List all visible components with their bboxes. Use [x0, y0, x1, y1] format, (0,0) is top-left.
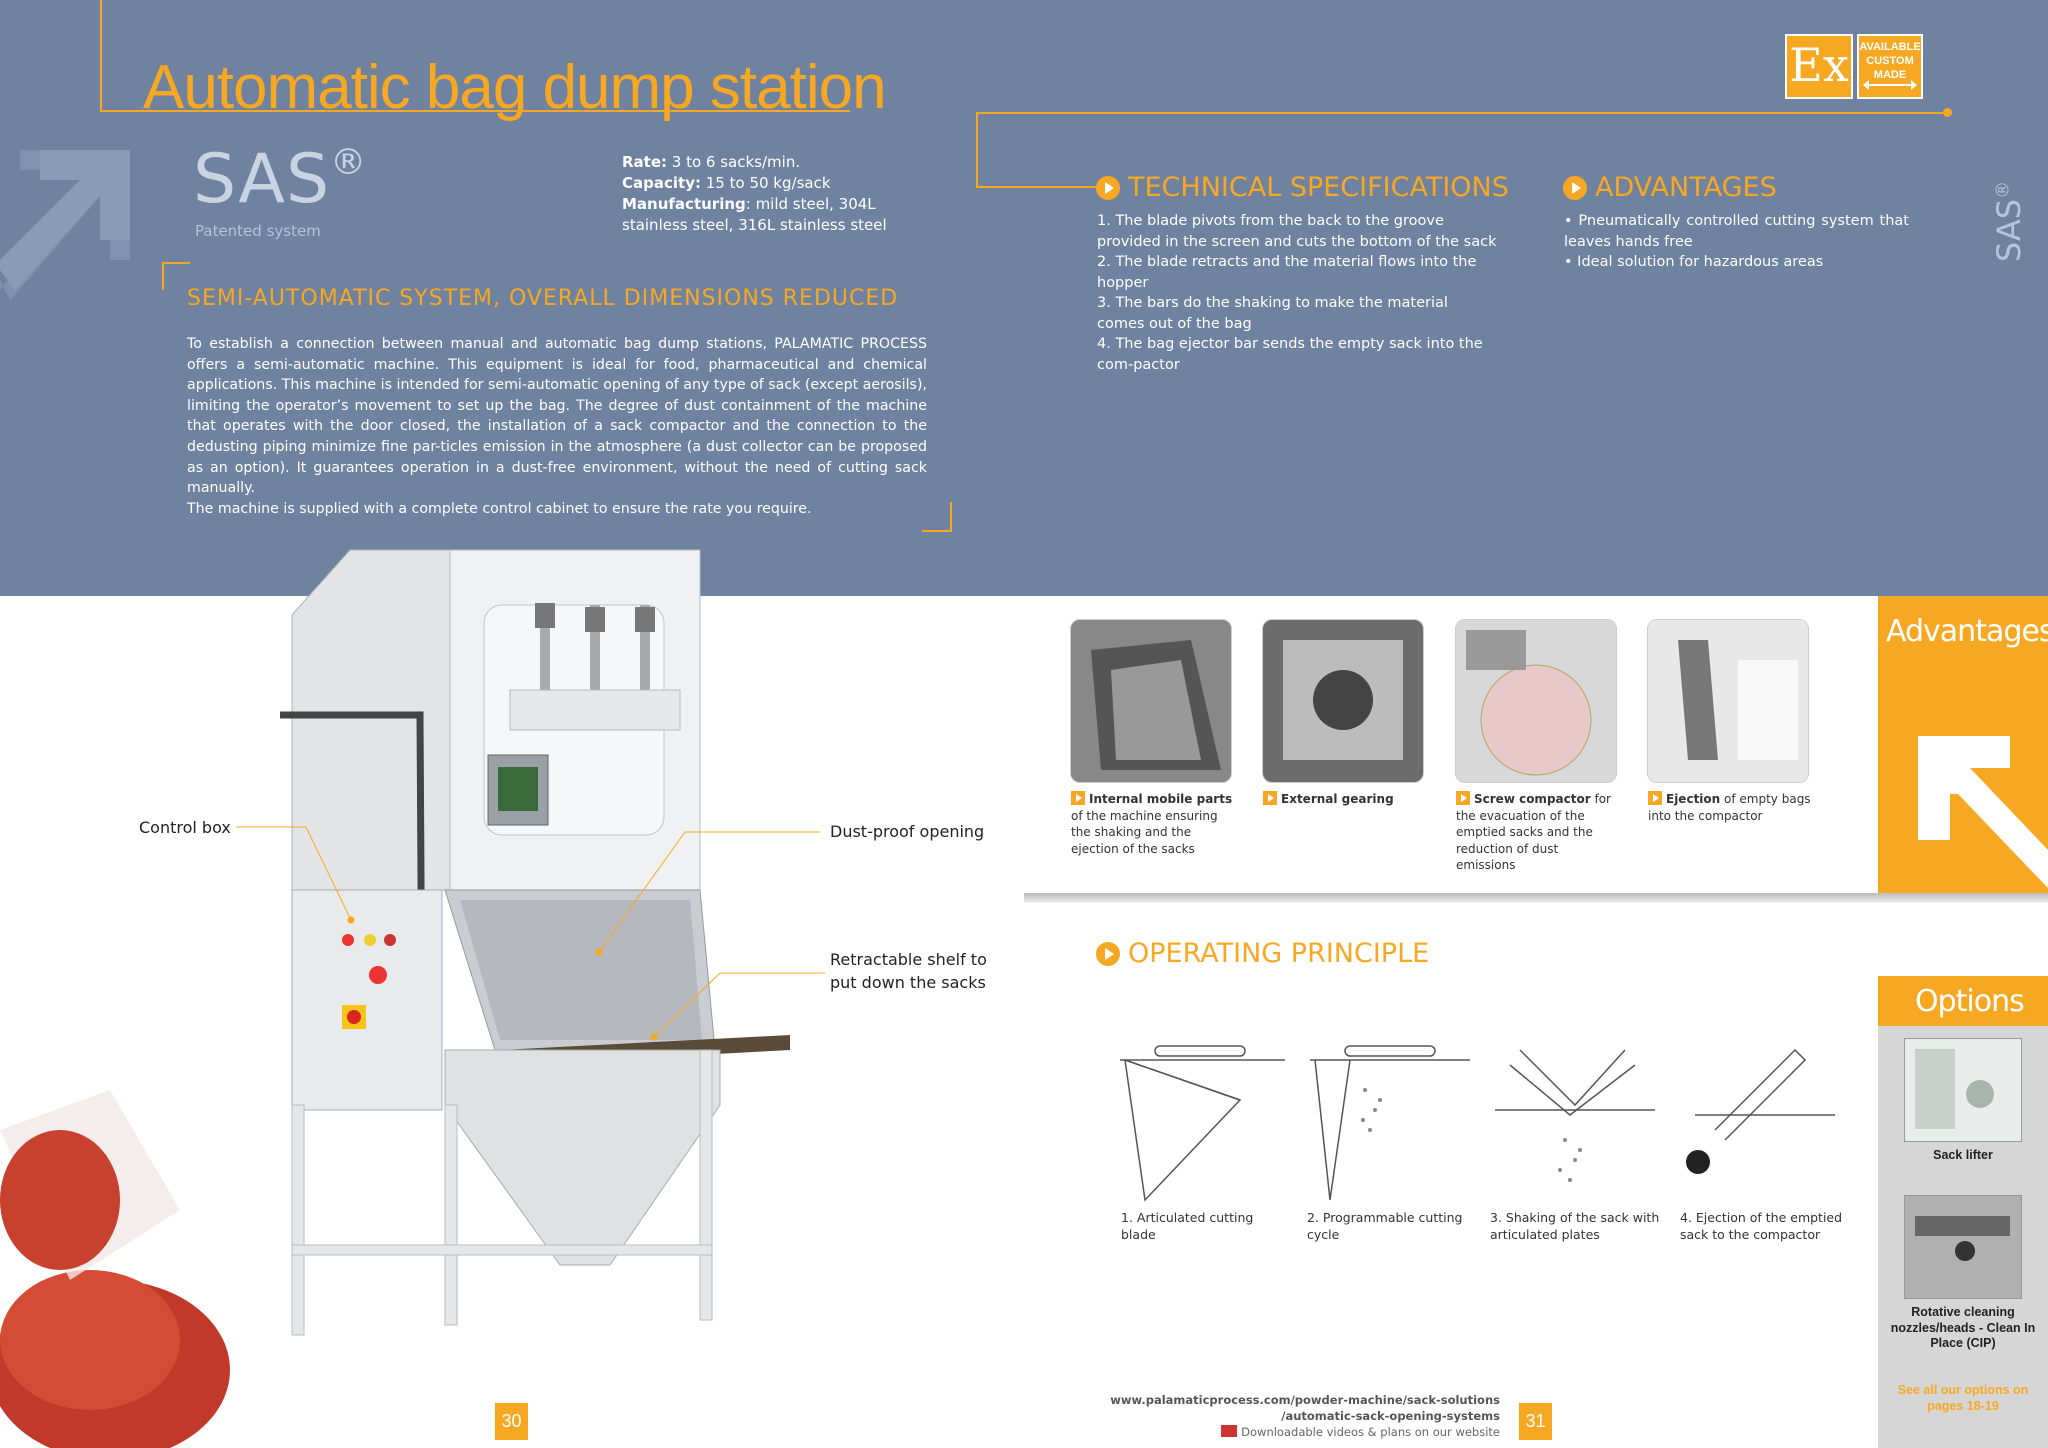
thumb-screw-compactor [1455, 619, 1617, 783]
custom-made-badge: AVAILABLE CUSTOM MADE [1857, 34, 1923, 99]
callout-dust-proof: Dust-proof opening [830, 822, 985, 841]
step-caption: 4. Ejection of the emptied sack to the c… [1680, 1210, 1843, 1242]
tech-specs-list: 1. The blade pivots from the back to the… [1097, 211, 1499, 375]
step-caption: 2. Programmable cutting cycle [1307, 1210, 1463, 1242]
thumb-caption: External gearing [1263, 791, 1428, 808]
guide-line [976, 112, 1948, 114]
guide-line [976, 112, 978, 188]
option-caption: Rotative cleaning nozzles/heads - Clean … [1890, 1305, 2036, 1350]
step-caption: 3. Shaking of the sack with articulated … [1490, 1210, 1660, 1242]
callout-control-box: Control box [139, 818, 231, 837]
option-caption: Sack lifter [1933, 1148, 1993, 1162]
corner-mark [922, 530, 952, 532]
intro-paragraph: To establish a connection between manual… [187, 336, 927, 517]
patented-label: Patented system [195, 222, 321, 240]
callout-line [650, 972, 825, 1041]
page-title: Automatic bag dump station [143, 53, 887, 122]
operating-diagrams [1120, 1045, 1835, 1202]
page-number-left: 30 [495, 1403, 528, 1440]
see-all-options-link[interactable]: See all our options on pages 18-19 [1897, 1383, 2029, 1413]
arrow-right-icon [1648, 791, 1662, 805]
thumb-caption: Ejection of empty bags into the compacto… [1648, 791, 1811, 823]
thumb-internal-parts [1070, 619, 1232, 783]
options-tab-label: Options [1915, 984, 2025, 1019]
list-item: 1. The blade pivots from the back to the… [1097, 213, 1497, 250]
atex-ex-badge: Ex [1785, 34, 1853, 99]
callout-line [236, 826, 355, 924]
options-tab [1878, 976, 2048, 1026]
list-item: • Ideal solution for hazardous areas [1564, 254, 1824, 270]
machine-illustration [280, 549, 790, 1336]
arrow-right-icon [1456, 791, 1470, 805]
thumb-external-gearing [1262, 619, 1424, 783]
thumb-ejection [1647, 619, 1809, 783]
section-divider [1024, 893, 2048, 903]
website-url[interactable]: www.palamaticprocess.com/powder-machine/… [1110, 1393, 1500, 1439]
header-band [0, 0, 2048, 596]
list-item: 4. The bag ejector bar sends the empty s… [1097, 336, 1483, 373]
callout-line [595, 831, 820, 956]
arrow-right-icon [1263, 791, 1277, 805]
youtube-icon [1221, 1425, 1238, 1437]
tech-specs-heading: TECHNICAL SPECIFICATIONS [1096, 172, 1509, 203]
arrow-decoration-icon [0, 150, 130, 300]
step-caption: 1. Articulated cutting blade [1121, 1210, 1254, 1242]
thumb-caption: Screw compactor for the evacuation of th… [1456, 791, 1611, 872]
corner-mark [162, 262, 190, 264]
list-item: 2. The blade retracts and the material f… [1097, 254, 1477, 291]
corner-mark [950, 502, 952, 532]
thumb-caption: Internal mobile parts of the machine ens… [1071, 791, 1233, 856]
play-circle-icon [1096, 941, 1120, 966]
callout-shelf: Retractable shelf to put down the sacks [830, 950, 987, 992]
list-item: 3. The bars do the shaking to make the m… [1097, 295, 1448, 332]
list-item: • Pneumatically controlled cutting syste… [1564, 213, 1909, 250]
spec-summary: Rate: 3 to 6 sacks/min. Capacity: 15 to … [622, 153, 887, 234]
guide-line [100, 110, 850, 112]
corner-mark [162, 262, 164, 290]
side-sas-label: SAS® [1990, 180, 2028, 262]
sack-lifter-photo [1904, 1038, 2022, 1142]
guide-line [100, 0, 102, 112]
arrow-up-left-icon [1918, 736, 2048, 888]
advantages-list: • Pneumatically controlled cutting syste… [1564, 211, 1909, 273]
double-arrow-icon [1863, 80, 1917, 90]
guide-dot [1943, 108, 1952, 117]
guide-line [976, 186, 1096, 188]
cip-nozzles-photo [1904, 1195, 2022, 1299]
play-circle-icon [1563, 175, 1587, 200]
play-circle-icon [1096, 175, 1120, 200]
sas-logo: SAS® [193, 140, 368, 219]
semi-auto-heading: SEMI-AUTOMATIC SYSTEM, OVERALL DIMENSION… [187, 286, 899, 311]
arrow-right-icon [1071, 791, 1085, 805]
operating-principle-heading: OPERATING PRINCIPLE [1096, 938, 1429, 969]
advantages-tab-label: Advantages [1886, 614, 2048, 649]
powder-jar-illustration [0, 1090, 230, 1448]
advantages-heading: ADVANTAGES [1563, 172, 1777, 203]
page-number-right: 31 [1519, 1403, 1552, 1440]
